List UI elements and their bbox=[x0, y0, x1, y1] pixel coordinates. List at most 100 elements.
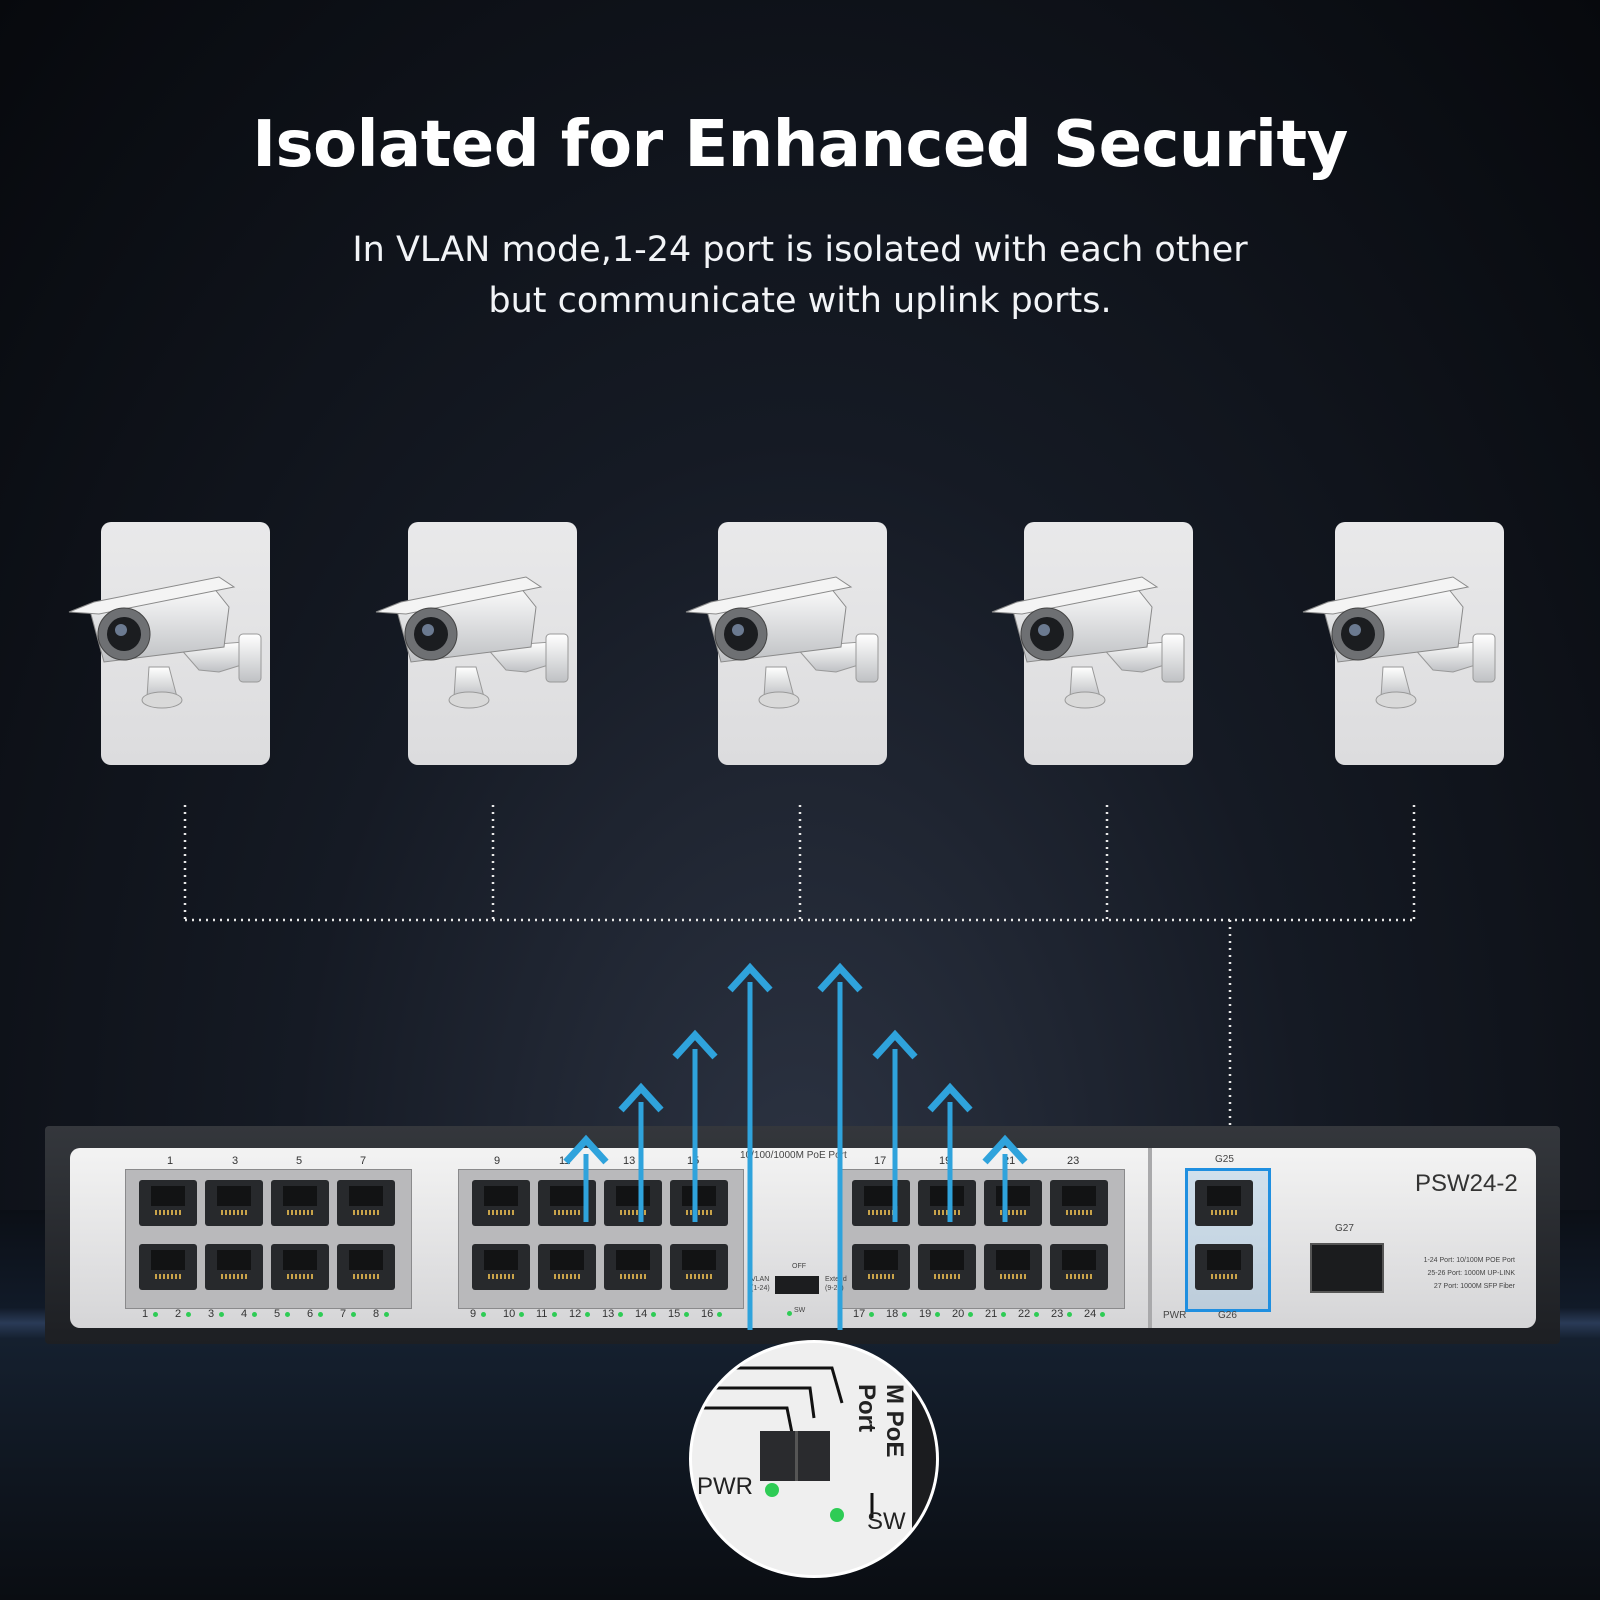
ethernet-port[interactable] bbox=[918, 1180, 976, 1226]
port-number-bottom: 14 bbox=[635, 1308, 648, 1320]
ethernet-port[interactable] bbox=[918, 1244, 976, 1290]
dip-vlan-range: (1-24) bbox=[751, 1285, 770, 1292]
port-number-bottom: 1 bbox=[142, 1308, 149, 1320]
port-number-top: 17 bbox=[874, 1155, 887, 1167]
port-led bbox=[481, 1312, 486, 1317]
ethernet-port[interactable] bbox=[670, 1180, 728, 1226]
ethernet-port[interactable] bbox=[139, 1244, 197, 1290]
dip-extend-range: (9-24) bbox=[825, 1285, 844, 1292]
port-number-bottom: 17 bbox=[853, 1308, 866, 1320]
port-led bbox=[902, 1312, 907, 1317]
port-led bbox=[153, 1312, 158, 1317]
port-number-bottom: 10 bbox=[503, 1308, 516, 1320]
zoom-pwr-label: PWR bbox=[697, 1473, 753, 1500]
security-camera-icon bbox=[375, 576, 569, 709]
port-number-top: 1 bbox=[167, 1155, 174, 1167]
ethernet-port[interactable] bbox=[538, 1180, 596, 1226]
ethernet-port[interactable] bbox=[604, 1244, 662, 1290]
port-number-bottom: 4 bbox=[241, 1308, 248, 1320]
ethernet-port[interactable] bbox=[852, 1244, 910, 1290]
page-title: Isolated for Enhanced Security bbox=[252, 108, 1348, 182]
port-led bbox=[684, 1312, 689, 1317]
port-led bbox=[1001, 1312, 1006, 1317]
ethernet-port[interactable] bbox=[271, 1180, 329, 1226]
ethernet-port[interactable] bbox=[1050, 1244, 1108, 1290]
port-led bbox=[519, 1312, 524, 1317]
port-led bbox=[651, 1312, 656, 1317]
port-led bbox=[585, 1312, 590, 1317]
port-number-bottom: 15 bbox=[668, 1308, 681, 1320]
ethernet-port[interactable] bbox=[604, 1180, 662, 1226]
port-number-top: 11 bbox=[559, 1155, 571, 1167]
ethernet-port[interactable] bbox=[670, 1244, 728, 1290]
model-name: PSW24-2 bbox=[1415, 1170, 1518, 1197]
port-number-bottom: 2 bbox=[175, 1308, 182, 1320]
ethernet-port[interactable] bbox=[472, 1180, 530, 1226]
port-number-bottom: 5 bbox=[274, 1308, 281, 1320]
port-number-bottom: 24 bbox=[1084, 1308, 1097, 1320]
ethernet-port[interactable] bbox=[139, 1180, 197, 1226]
ethernet-port[interactable] bbox=[205, 1244, 263, 1290]
port-number-bottom: 12 bbox=[569, 1308, 582, 1320]
port-led bbox=[618, 1312, 623, 1317]
uplink-port-g25[interactable] bbox=[1195, 1180, 1253, 1226]
port-number-bottom: 11 bbox=[536, 1308, 548, 1320]
port-number-top: 3 bbox=[232, 1155, 239, 1167]
port-number-bottom: 3 bbox=[208, 1308, 215, 1320]
port-number-top: 9 bbox=[494, 1155, 501, 1167]
ethernet-port[interactable] bbox=[984, 1244, 1042, 1290]
ethernet-port[interactable] bbox=[337, 1180, 395, 1226]
port-number-bottom: 9 bbox=[470, 1308, 477, 1320]
ethernet-port[interactable] bbox=[472, 1244, 530, 1290]
ethernet-port[interactable] bbox=[1050, 1180, 1108, 1226]
ethernet-port[interactable] bbox=[852, 1180, 910, 1226]
zoom-lines bbox=[692, 1343, 936, 1575]
dip-switch[interactable] bbox=[775, 1276, 819, 1294]
pwr-label: PWR bbox=[1163, 1310, 1187, 1321]
port-led bbox=[1034, 1312, 1039, 1317]
g27-label: G27 bbox=[1335, 1223, 1354, 1234]
port-number-bottom: 13 bbox=[602, 1308, 615, 1320]
g25-label: G25 bbox=[1215, 1154, 1234, 1165]
ethernet-port[interactable] bbox=[271, 1244, 329, 1290]
port-led bbox=[935, 1312, 940, 1317]
ethernet-port[interactable] bbox=[205, 1180, 263, 1226]
poe-port-label: 10/100/1000M PoE Port bbox=[740, 1150, 847, 1161]
zoom-callout: PWR SW M PoE Port bbox=[689, 1340, 939, 1578]
camera-card bbox=[991, 522, 1193, 765]
spec-line-2: 25-26 Port: 1000M UP-LINK bbox=[1427, 1270, 1515, 1277]
port-number-bottom: 16 bbox=[701, 1308, 714, 1320]
port-led bbox=[1100, 1312, 1105, 1317]
port-number-bottom: 8 bbox=[373, 1308, 380, 1320]
port-number-bottom: 21 bbox=[985, 1308, 998, 1320]
camera-card bbox=[685, 522, 887, 765]
sfp-port-g27[interactable] bbox=[1310, 1243, 1384, 1293]
dip-vlan-label: VLAN bbox=[751, 1276, 770, 1283]
security-camera-icon bbox=[685, 576, 879, 709]
port-led bbox=[552, 1312, 557, 1317]
port-number-bottom: 6 bbox=[307, 1308, 314, 1320]
security-camera-icon bbox=[991, 576, 1185, 709]
spec-line-1: 1-24 Port: 10/100M POE Port bbox=[1423, 1257, 1515, 1264]
zoom-poe-label: M PoE Port bbox=[853, 1384, 908, 1458]
ethernet-port[interactable] bbox=[337, 1244, 395, 1290]
port-led bbox=[968, 1312, 973, 1317]
uplink-port-g26[interactable] bbox=[1195, 1244, 1253, 1290]
port-led bbox=[318, 1312, 323, 1317]
port-led bbox=[717, 1312, 722, 1317]
port-number-top: 5 bbox=[296, 1155, 303, 1167]
port-led bbox=[1067, 1312, 1072, 1317]
port-led bbox=[186, 1312, 191, 1317]
security-camera-icon bbox=[68, 576, 262, 709]
security-camera-icon bbox=[1302, 576, 1496, 709]
ethernet-port[interactable] bbox=[984, 1180, 1042, 1226]
port-number-top: 13 bbox=[623, 1155, 636, 1167]
zoom-sw-label: SW bbox=[867, 1508, 906, 1535]
ethernet-port[interactable] bbox=[538, 1244, 596, 1290]
dip-extend-label: Extend bbox=[825, 1276, 847, 1283]
g26-label: G26 bbox=[1218, 1310, 1237, 1321]
port-led bbox=[351, 1312, 356, 1317]
subtitle-line-1: In VLAN mode,1-24 port is isolated with … bbox=[352, 230, 1248, 270]
